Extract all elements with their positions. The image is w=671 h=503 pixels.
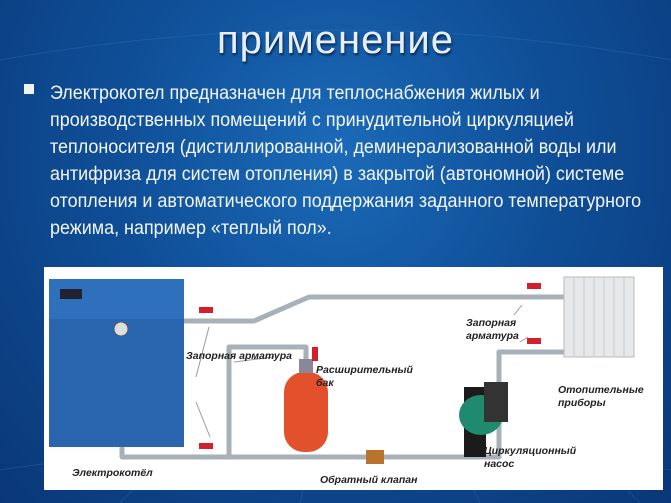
expansion-pipe [226, 344, 309, 457]
valves-label-right: Запорная арматура [466, 317, 519, 342]
check-valve [366, 450, 384, 464]
heaters-label: Отопительные приборы [558, 384, 644, 409]
bullet-icon [24, 84, 34, 94]
slide-title: применение [216, 18, 454, 62]
expansion-tank [284, 359, 328, 452]
valve-icon [312, 347, 318, 361]
valve-icon [527, 338, 541, 344]
valves-label-left: Запорная арматура [186, 350, 292, 362]
return-pipe [119, 349, 614, 460]
valve-icon [527, 283, 541, 289]
valve-icon [199, 307, 213, 313]
bullet-text: Электрокотел предназначен для теплоснабж… [50, 82, 642, 239]
expansion-tank-label: Расширительный бак [316, 364, 413, 389]
check-valve-label: Обратный клапан [320, 474, 418, 486]
valve-icon [199, 443, 213, 449]
supply-pipe [184, 294, 614, 324]
heating-system-diagram: Запорная арматура Запорная арматура Расш… [44, 267, 663, 490]
circulation-pump [459, 382, 508, 457]
boiler [49, 279, 184, 447]
radiator [563, 276, 635, 358]
boiler-label: Электрокотёл [72, 467, 153, 479]
pump-label: Циркуляционный насос [484, 445, 577, 470]
